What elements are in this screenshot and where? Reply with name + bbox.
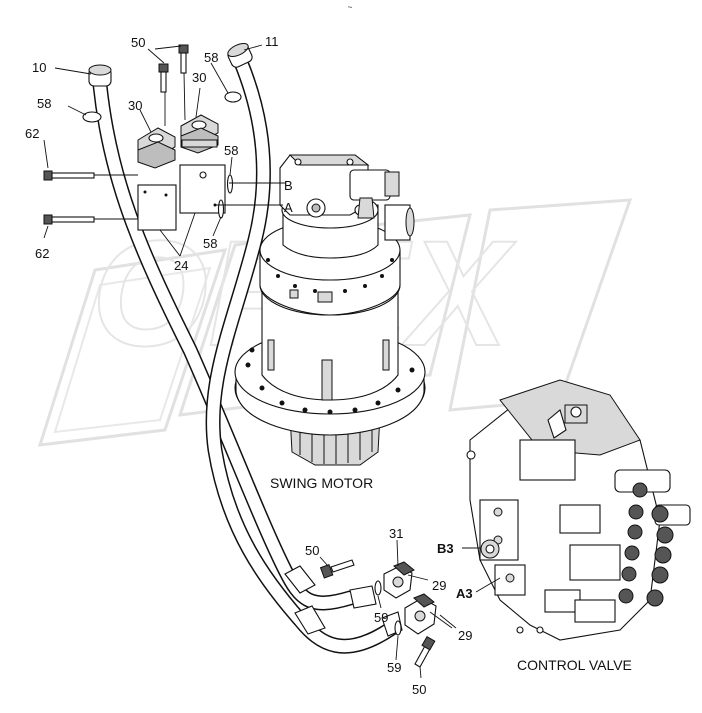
split-flange-31 [383, 561, 415, 599]
port-label-b3: B3 [437, 541, 454, 556]
callout-30-left: 30 [128, 98, 142, 113]
o-ring-58-top-right [224, 91, 242, 103]
split-flange-30-left [137, 127, 176, 169]
o-ring-59-upper [374, 580, 382, 596]
bolt-50-top [158, 44, 189, 93]
callout-58-top-right: 58 [204, 50, 218, 65]
bolt-50-mid [319, 559, 355, 579]
leader-lines [43, 44, 501, 679]
callout-62-bottom: 62 [35, 246, 49, 261]
caption-control-valve: CONTROL VALVE [517, 657, 632, 673]
bolt-62-top [43, 170, 138, 181]
callout-58-top-left: 58 [37, 96, 51, 111]
port-label-a3: A3 [456, 586, 473, 601]
o-ring-59-lower [394, 620, 402, 636]
header-mark: ~ [348, 3, 353, 12]
callout-10: 10 [32, 60, 46, 75]
callout-30-right: 30 [192, 70, 206, 85]
port-label-a: A [284, 200, 293, 215]
o-ring-58-top-left [82, 111, 102, 123]
callout-59-upper: 59 [374, 610, 388, 625]
swing-motor [215, 154, 426, 466]
callout-29-lower: 29 [458, 628, 472, 643]
caption-swing-motor: SWING MOTOR [270, 475, 373, 491]
hose-10 [88, 64, 377, 611]
callout-50-mid: 50 [305, 543, 319, 558]
callout-58-mid-lower: 58 [203, 236, 217, 251]
hose-11 [205, 43, 403, 654]
callout-62-top: 62 [25, 126, 39, 141]
callout-31: 31 [389, 526, 403, 541]
port-label-b: B [284, 178, 293, 193]
bolt-50-bottom [414, 635, 436, 668]
callout-11: 11 [265, 34, 279, 49]
callout-58-mid-upper: 58 [224, 143, 238, 158]
callouts: 10 11 50 58 58 30 30 62 62 58 58 24 B A … [25, 34, 473, 697]
control-valve [466, 379, 691, 641]
callout-50-bottom: 50 [412, 682, 426, 697]
callout-29-upper: 29 [432, 578, 446, 593]
bolt-62-bottom [43, 214, 138, 225]
callout-24: 24 [174, 258, 188, 273]
callout-59-lower: 59 [387, 660, 401, 675]
callout-50-top: 50 [131, 35, 145, 50]
split-flange-29-lower [404, 593, 437, 635]
